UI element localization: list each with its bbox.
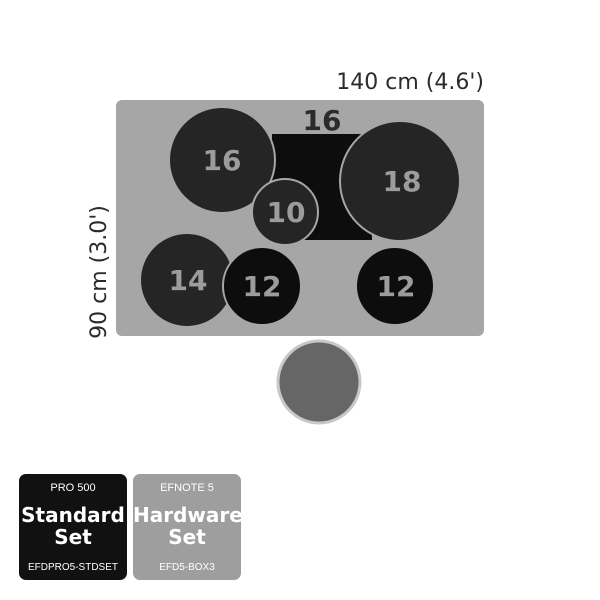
kick-pad[interactable] (276, 339, 362, 425)
drum-pad-tom-left[interactable]: 16 (168, 106, 276, 214)
drum-pad-circle (251, 178, 319, 246)
set-title: Hardware Set (133, 503, 243, 549)
drum-pad-circle (222, 246, 302, 326)
set-title-line1: Hardware (133, 503, 243, 527)
drum-pad-size-label: 14 (169, 264, 208, 297)
drum-pad-tom-lower-left[interactable]: 14 (139, 232, 235, 328)
width-dimension-label: 140 cm (4.6') (336, 70, 484, 95)
height-dimension-label: 90 cm (3.0') (87, 205, 112, 339)
drum-pad-size-label: 16 (203, 144, 242, 177)
set-model-label: EFNOTE 5 (160, 482, 214, 494)
top-size-label: 16 (303, 104, 342, 137)
drum-pad-size-label: 10 (267, 196, 306, 229)
drum-pad-size-label: 12 (377, 270, 416, 303)
set-title-line2: Set (54, 525, 92, 549)
set-title-line1: Standard (21, 503, 125, 527)
drum-pad-circle (339, 120, 461, 242)
drum-pad-tom-lower-mid[interactable]: 12 (222, 246, 302, 326)
drum-pad-circle (355, 246, 435, 326)
drum-pad-circle (168, 106, 276, 214)
set-sku-label: EFDPRO5-STDSET (27, 562, 118, 573)
drum-pad-tom-lower-right[interactable]: 12 (355, 246, 435, 326)
set-model-label: PRO 500 (50, 482, 96, 494)
drum-layout-diagram: 140 cm (4.6') 90 cm (3.0') 16 16 18 10 1… (87, 70, 484, 425)
drum-pad-floor-right[interactable]: 18 (339, 120, 461, 242)
set-title: Standard Set (19, 504, 127, 548)
standard-set-card[interactable]: PRO 500 Standard Set EFDPRO5-STDSET (19, 474, 127, 580)
drum-pad-tom-center[interactable]: 10 (251, 178, 319, 246)
drum-pad-size-label: 12 (243, 270, 282, 303)
set-sku-label: EFD5-BOX3 (159, 562, 215, 573)
set-title-line2: Set (168, 525, 206, 549)
drum-pad-size-label: 18 (383, 165, 422, 198)
hardware-set-card[interactable]: EFNOTE 5 Hardware Set EFD5-BOX3 (133, 474, 243, 580)
